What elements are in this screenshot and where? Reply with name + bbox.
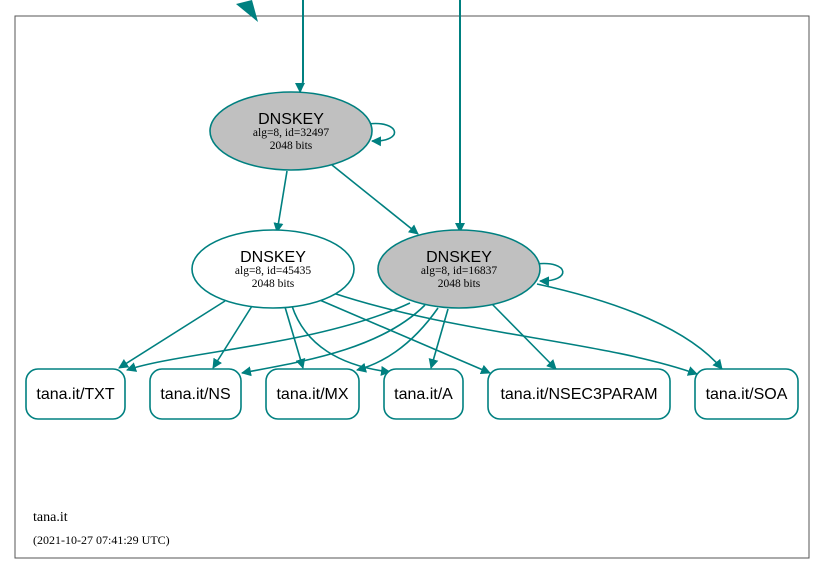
incoming-arrowhead-partial <box>236 0 258 22</box>
dnskey-16837-shape <box>377 229 541 309</box>
rrset-a-shape <box>383 368 464 420</box>
rrset-a-label: tana.it/A <box>394 386 453 403</box>
rrset-nsec3param-label: tana.it/NSEC3PARAM <box>500 386 657 403</box>
edge-45435-ns <box>212 305 253 369</box>
dnskey-45435-bits: 2048 bits <box>252 278 295 290</box>
dnskey-node-32497[interactable]: DNSKEY alg=8, id=32497 2048 bits <box>209 91 373 171</box>
rrset-node-nsec3param[interactable]: tana.it/NSEC3PARAM <box>487 368 671 420</box>
rrset-mx-shape <box>265 368 360 420</box>
edge-16837-txt <box>126 302 411 372</box>
rrset-node-txt[interactable]: tana.it/TXT <box>25 368 126 420</box>
dnskey-16837-alg: alg=8, id=16837 <box>421 265 497 277</box>
signature-edges <box>118 122 723 377</box>
edge-45435-nsec3param <box>314 297 491 375</box>
self-edge-32497 <box>367 122 396 147</box>
edge-45435-txt <box>118 300 226 369</box>
edge-16837-soa <box>536 283 723 370</box>
incoming-edges <box>295 0 465 233</box>
dnskey-32497-bits: 2048 bits <box>270 140 313 152</box>
edge-45435-a <box>291 305 391 376</box>
rrset-node-a[interactable]: tana.it/A <box>383 368 464 420</box>
self-edge-16837 <box>535 262 564 287</box>
dnskey-45435-label: DNSKEY <box>240 249 306 266</box>
dnskey-node-16837[interactable]: DNSKEY alg=8, id=16837 2048 bits <box>377 229 541 309</box>
rrset-soa-shape <box>694 368 799 420</box>
dnskey-32497-shape <box>209 91 373 171</box>
rrset-ns-shape <box>149 368 242 420</box>
rrset-nsec3param-shape <box>487 368 671 420</box>
dnskey-16837-bits: 2048 bits <box>438 278 481 290</box>
edge-32497-45435 <box>273 170 288 233</box>
zone-name: tana.it <box>33 510 68 525</box>
dnskey-32497-alg: alg=8, id=32497 <box>253 127 329 139</box>
dnskey-node-45435[interactable]: DNSKEY alg=8, id=45435 2048 bits <box>191 229 355 309</box>
rrset-node-mx[interactable]: tana.it/MX <box>265 368 360 420</box>
rrset-txt-label: tana.it/TXT <box>36 386 114 403</box>
edge-45435-soa <box>332 292 698 376</box>
rrset-txt-shape <box>25 368 126 420</box>
rrset-soa-label: tana.it/SOA <box>706 386 788 403</box>
rrset-ns-label: tana.it/NS <box>160 386 230 403</box>
dnskey-45435-shape <box>191 229 355 309</box>
dnskey-16837-label: DNSKEY <box>426 249 492 266</box>
zone-timestamp: (2021-10-27 07:41:29 UTC) <box>33 533 170 547</box>
dnskey-32497-label: DNSKEY <box>258 111 324 128</box>
dnskey-45435-alg: alg=8, id=45435 <box>235 265 311 277</box>
rrset-node-soa[interactable]: tana.it/SOA <box>694 368 799 420</box>
rrset-mx-label: tana.it/MX <box>276 386 348 403</box>
edge-16837-mx <box>356 307 439 373</box>
incoming-edge-ksk-32497 <box>295 0 306 93</box>
edge-16837-nsec3param <box>491 303 557 370</box>
edge-16837-ns <box>241 304 426 377</box>
edge-16837-a <box>428 308 449 369</box>
edge-32497-16837 <box>331 164 419 235</box>
rrset-node-ns[interactable]: tana.it/NS <box>149 368 242 420</box>
zone-frame <box>14 15 810 559</box>
